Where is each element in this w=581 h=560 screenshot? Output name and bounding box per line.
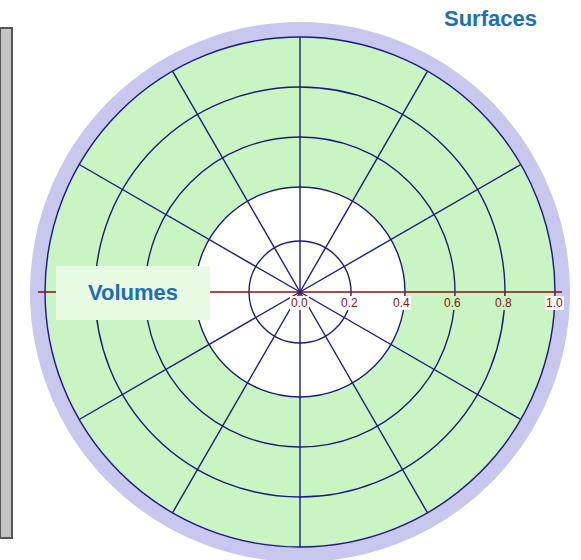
tick-label: 0.8 (494, 296, 513, 310)
photo-strip (0, 28, 12, 538)
grid-radial (173, 292, 301, 513)
tick-label: 0.4 (392, 296, 411, 310)
tick-label: 0.2 (340, 296, 359, 310)
region-label: Surfaces (444, 6, 537, 32)
grid-radial (173, 71, 301, 292)
grid-radial (300, 292, 428, 513)
tick-label: 1.0 (545, 296, 564, 310)
surface-region (38, 30, 562, 554)
tick-label: 0.0 (290, 296, 309, 310)
grid-radial (300, 292, 521, 420)
region-label: Volumes (88, 280, 178, 306)
grid-radial (299, 292, 300, 547)
grid-radial (300, 71, 428, 292)
grid-radial (299, 37, 300, 292)
grid-radial (300, 165, 521, 293)
tick-label: 0.6 (443, 296, 462, 310)
region-label-box: Volumes (56, 266, 210, 320)
